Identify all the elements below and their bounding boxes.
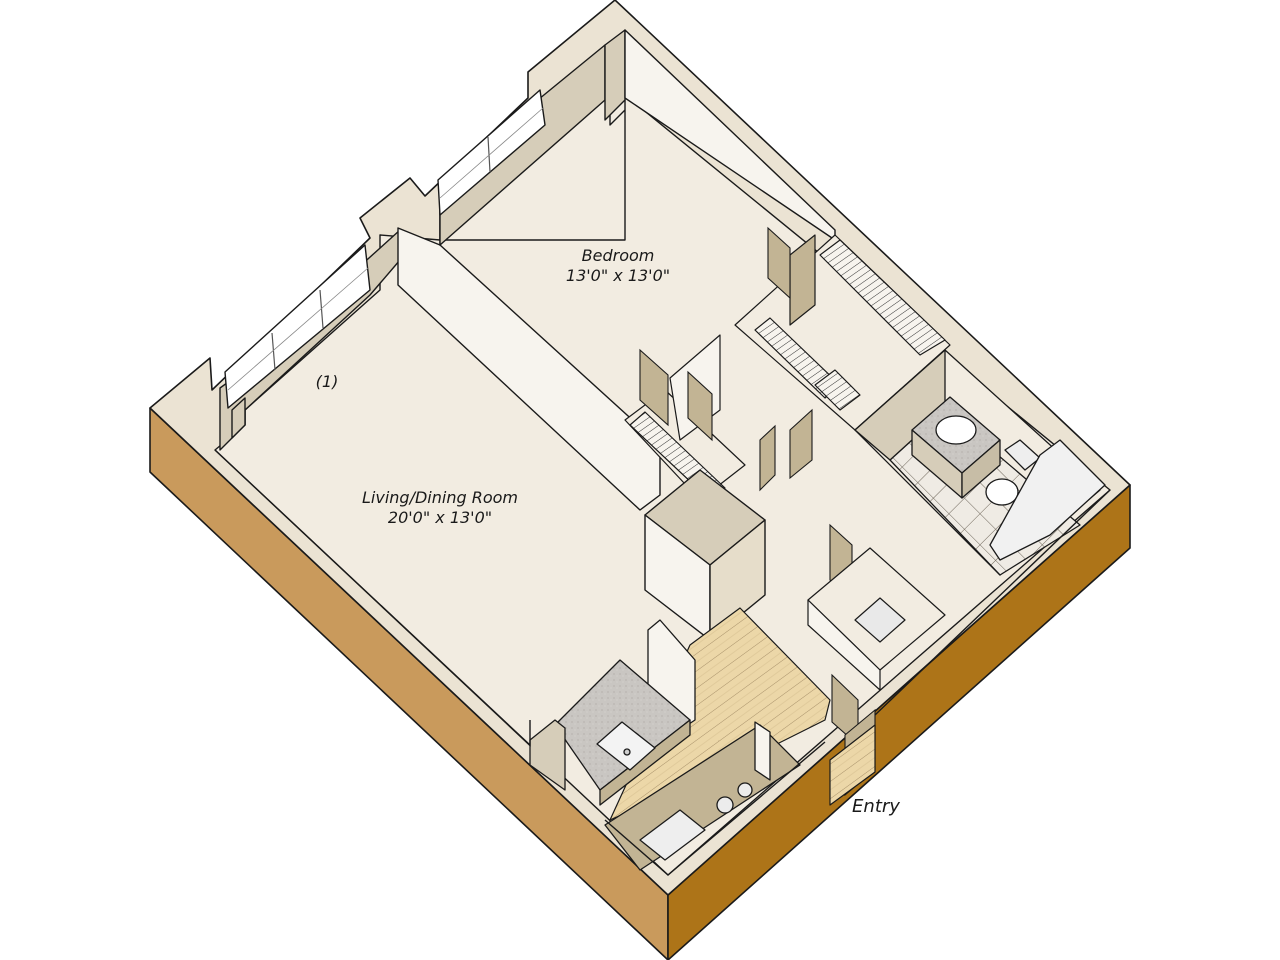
window-note-text: (1) bbox=[315, 372, 339, 391]
kitchen-sink bbox=[596, 721, 656, 771]
bedroom-name: Bedroom bbox=[581, 246, 655, 265]
front-wall-edges bbox=[214, 449, 1111, 876]
bathroom-vanity bbox=[911, 396, 1001, 499]
bedroom-walls bbox=[437, 29, 836, 246]
closet-door-1 bbox=[687, 370, 713, 442]
laundry-closet bbox=[807, 547, 946, 691]
kitchen bbox=[529, 619, 801, 871]
toilet bbox=[985, 439, 1041, 506]
kitchen-floor bbox=[609, 607, 876, 821]
living-room-dimensions: 20'0" x 13'0" bbox=[387, 507, 493, 527]
window-note-label: (1) bbox=[316, 372, 339, 392]
bedroom-window bbox=[437, 89, 546, 216]
bedroom-door bbox=[767, 226, 791, 300]
closet-door-2 bbox=[759, 424, 776, 492]
living-room-name: Living/Dining Room bbox=[362, 488, 518, 507]
living-room-walls bbox=[219, 229, 401, 451]
living-room-label: Living/Dining Room 20'0" x 13'0" bbox=[362, 488, 518, 527]
bedroom-label: Bedroom 13'0" x 13'0" bbox=[566, 246, 670, 285]
bathtub bbox=[989, 439, 1106, 561]
living-window bbox=[224, 244, 371, 409]
bedroom-entry-door bbox=[639, 348, 669, 427]
bathroom bbox=[854, 349, 1106, 576]
bath-door bbox=[789, 408, 813, 480]
entry-label: Entry bbox=[852, 796, 900, 818]
refrigerator bbox=[639, 809, 706, 861]
column bbox=[644, 469, 766, 641]
bedroom-dimensions: 13'0" x 13'0" bbox=[565, 265, 671, 285]
entry-text: Entry bbox=[852, 796, 900, 817]
